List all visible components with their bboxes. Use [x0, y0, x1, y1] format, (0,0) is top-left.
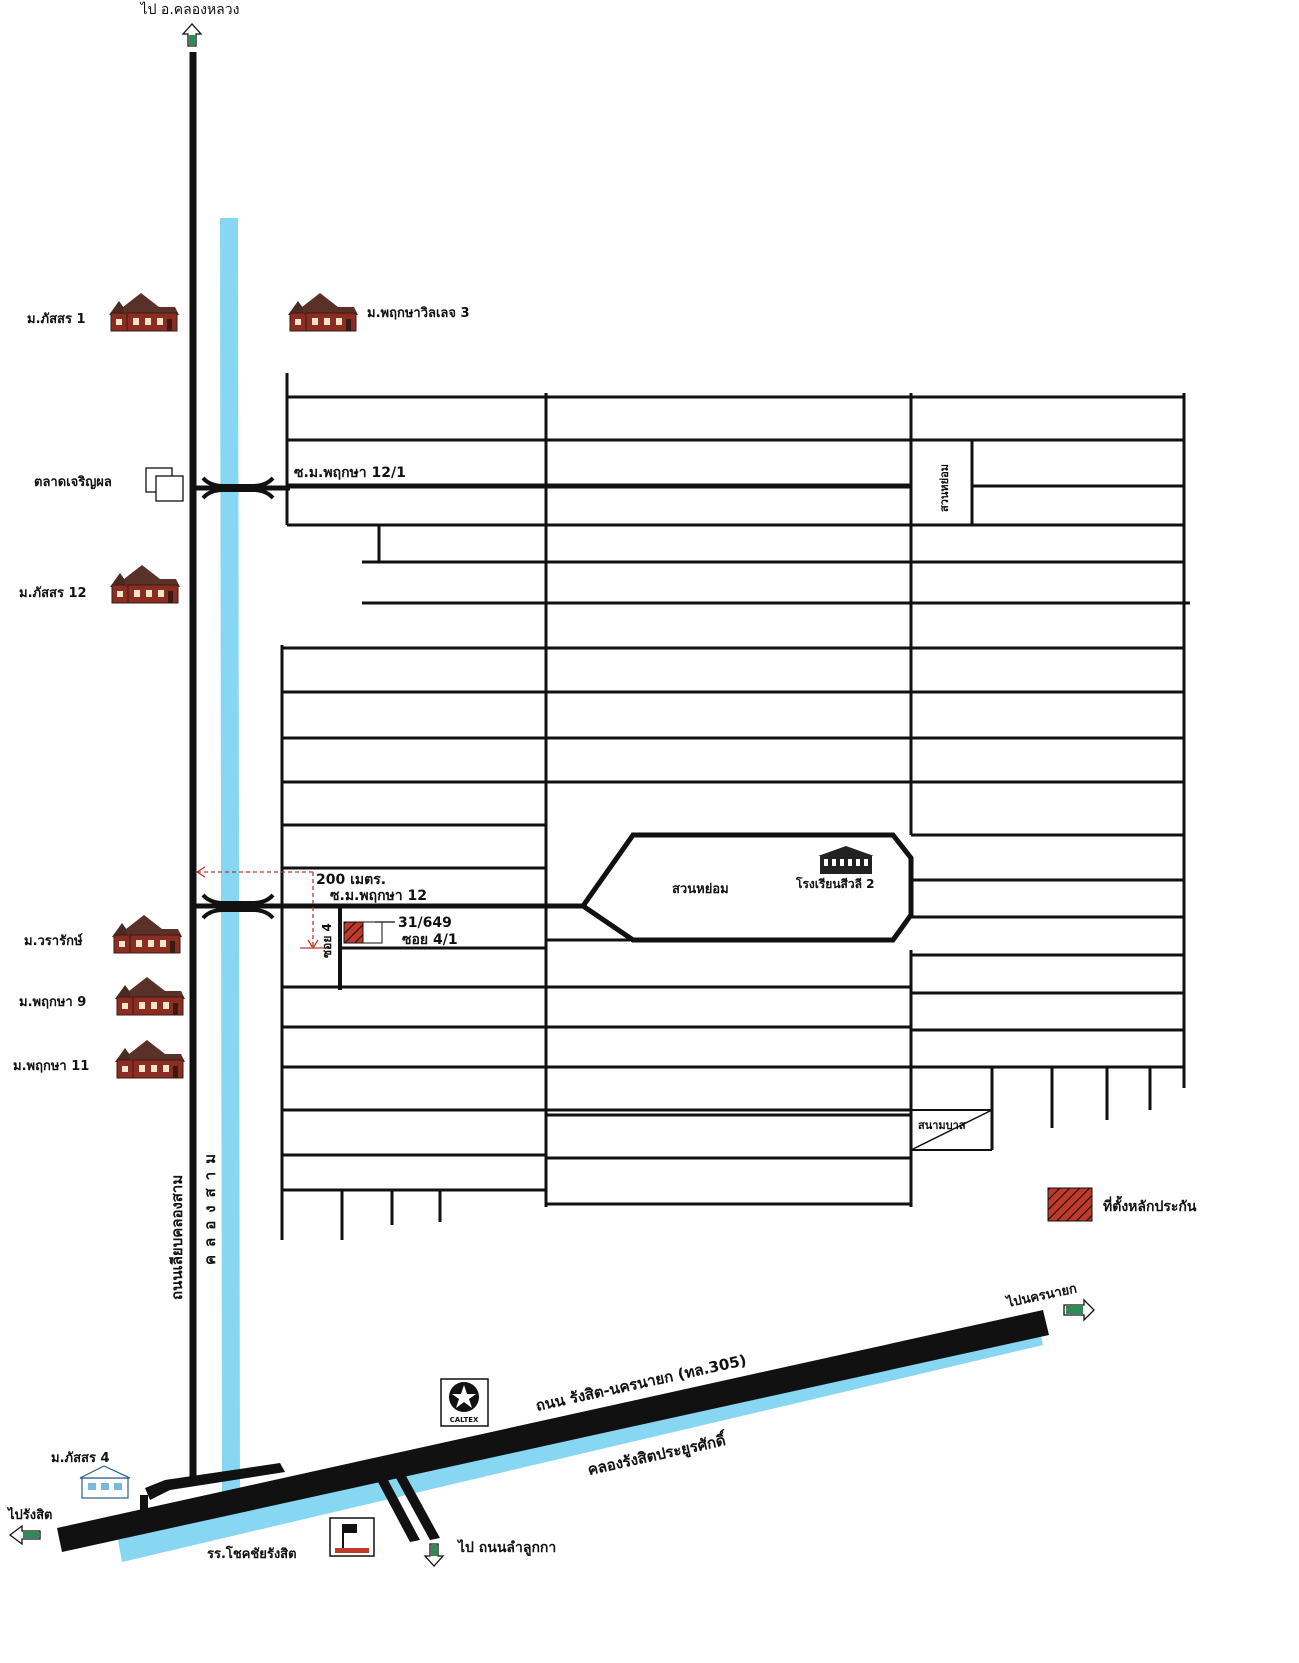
house-icon — [109, 564, 181, 604]
soi-pruksa-12-label: ซ.ม.พฤกษา 12 — [330, 888, 427, 904]
flag-school-icon — [329, 1517, 375, 1557]
school-label: โรงเรียนสีวลี 2 — [795, 876, 874, 891]
basketball-label: สนามบาส — [918, 1119, 966, 1132]
chokchai-school-label: รร.โชคชัยรังสิต — [207, 1545, 297, 1562]
bridge-top — [193, 476, 290, 500]
house-icon — [108, 292, 180, 332]
caltex-logo-icon: CALTEX — [440, 1378, 489, 1427]
suan-yom-top-label: สวนหย่อม — [938, 464, 951, 512]
up-arrow-icon — [182, 23, 202, 47]
soi-pruksa-12-1-label: ซ.ม.พฤกษา 12/1 — [294, 465, 406, 481]
wararak-label: ม.วรารักษ์ — [24, 933, 83, 949]
collateral-location-marker — [343, 921, 395, 944]
pattasorn-4-icon — [79, 1465, 131, 1499]
school-icon — [818, 846, 874, 874]
pattasorn-4-label: ม.ภัสสร 4 — [51, 1451, 110, 1466]
pruksa-11-label: ม.พฤกษา 11 — [13, 1059, 89, 1074]
caltex-label: CALTEX — [450, 1416, 479, 1424]
suan-yom-center-label: สวนหย่อม — [672, 882, 729, 897]
charoenpol-market-label: ตลาดเจริญผล — [34, 475, 112, 490]
down-arrow-icon — [423, 1543, 445, 1567]
bridge-bottom — [193, 893, 290, 920]
pattasorn-12-label: ม.ภัสสร 12 — [19, 586, 87, 601]
pruksa-village-3-label: ม.พฤกษาวิลเลจ 3 — [367, 306, 470, 321]
lam-luk-ka-junction-road — [378, 1476, 440, 1542]
house-icon — [114, 1039, 186, 1079]
house-icon — [287, 292, 359, 332]
pattasorn-1-label: ม.ภัสสร 1 — [27, 312, 86, 327]
left-arrow-icon — [8, 1524, 41, 1546]
pruksa-9-label: ม.พฤกษา 9 — [19, 995, 86, 1010]
legend: ที่ตั้งหลักประกัน — [1047, 1187, 1197, 1222]
to-khlong-luang-label: ไป อ.คลองหลวง — [140, 1, 240, 18]
house-icon — [111, 914, 183, 954]
khlong-sam-canal — [220, 218, 240, 1505]
frontage-road-label: ถนนเลียบคลองสาม — [168, 1175, 186, 1300]
legend-swatch — [1047, 1187, 1093, 1222]
rangsit-nakhon-nayok-road — [57, 1310, 1049, 1552]
soi-4-1-label: ซอย 4/1 — [402, 932, 458, 948]
to-lam-luk-ka-label: ไป ถนนลำลูกกา — [456, 1538, 556, 1556]
soi-4-label: ซอย 4 — [320, 923, 334, 958]
market-icon — [145, 467, 184, 502]
legend-label: ที่ตั้งหลักประกัน — [1103, 1195, 1197, 1215]
street-grid — [280, 373, 1190, 1240]
distance-marker — [195, 866, 330, 950]
house-number-label: 31/649 — [398, 915, 452, 931]
khlong-sam-label: คลองสาม — [201, 1146, 219, 1265]
to-rangsit-label: ไปรังสิต — [6, 1506, 53, 1523]
right-arrow-icon — [1063, 1298, 1095, 1322]
distance-label: 200 เมตร. — [316, 872, 386, 888]
house-icon — [114, 976, 186, 1016]
